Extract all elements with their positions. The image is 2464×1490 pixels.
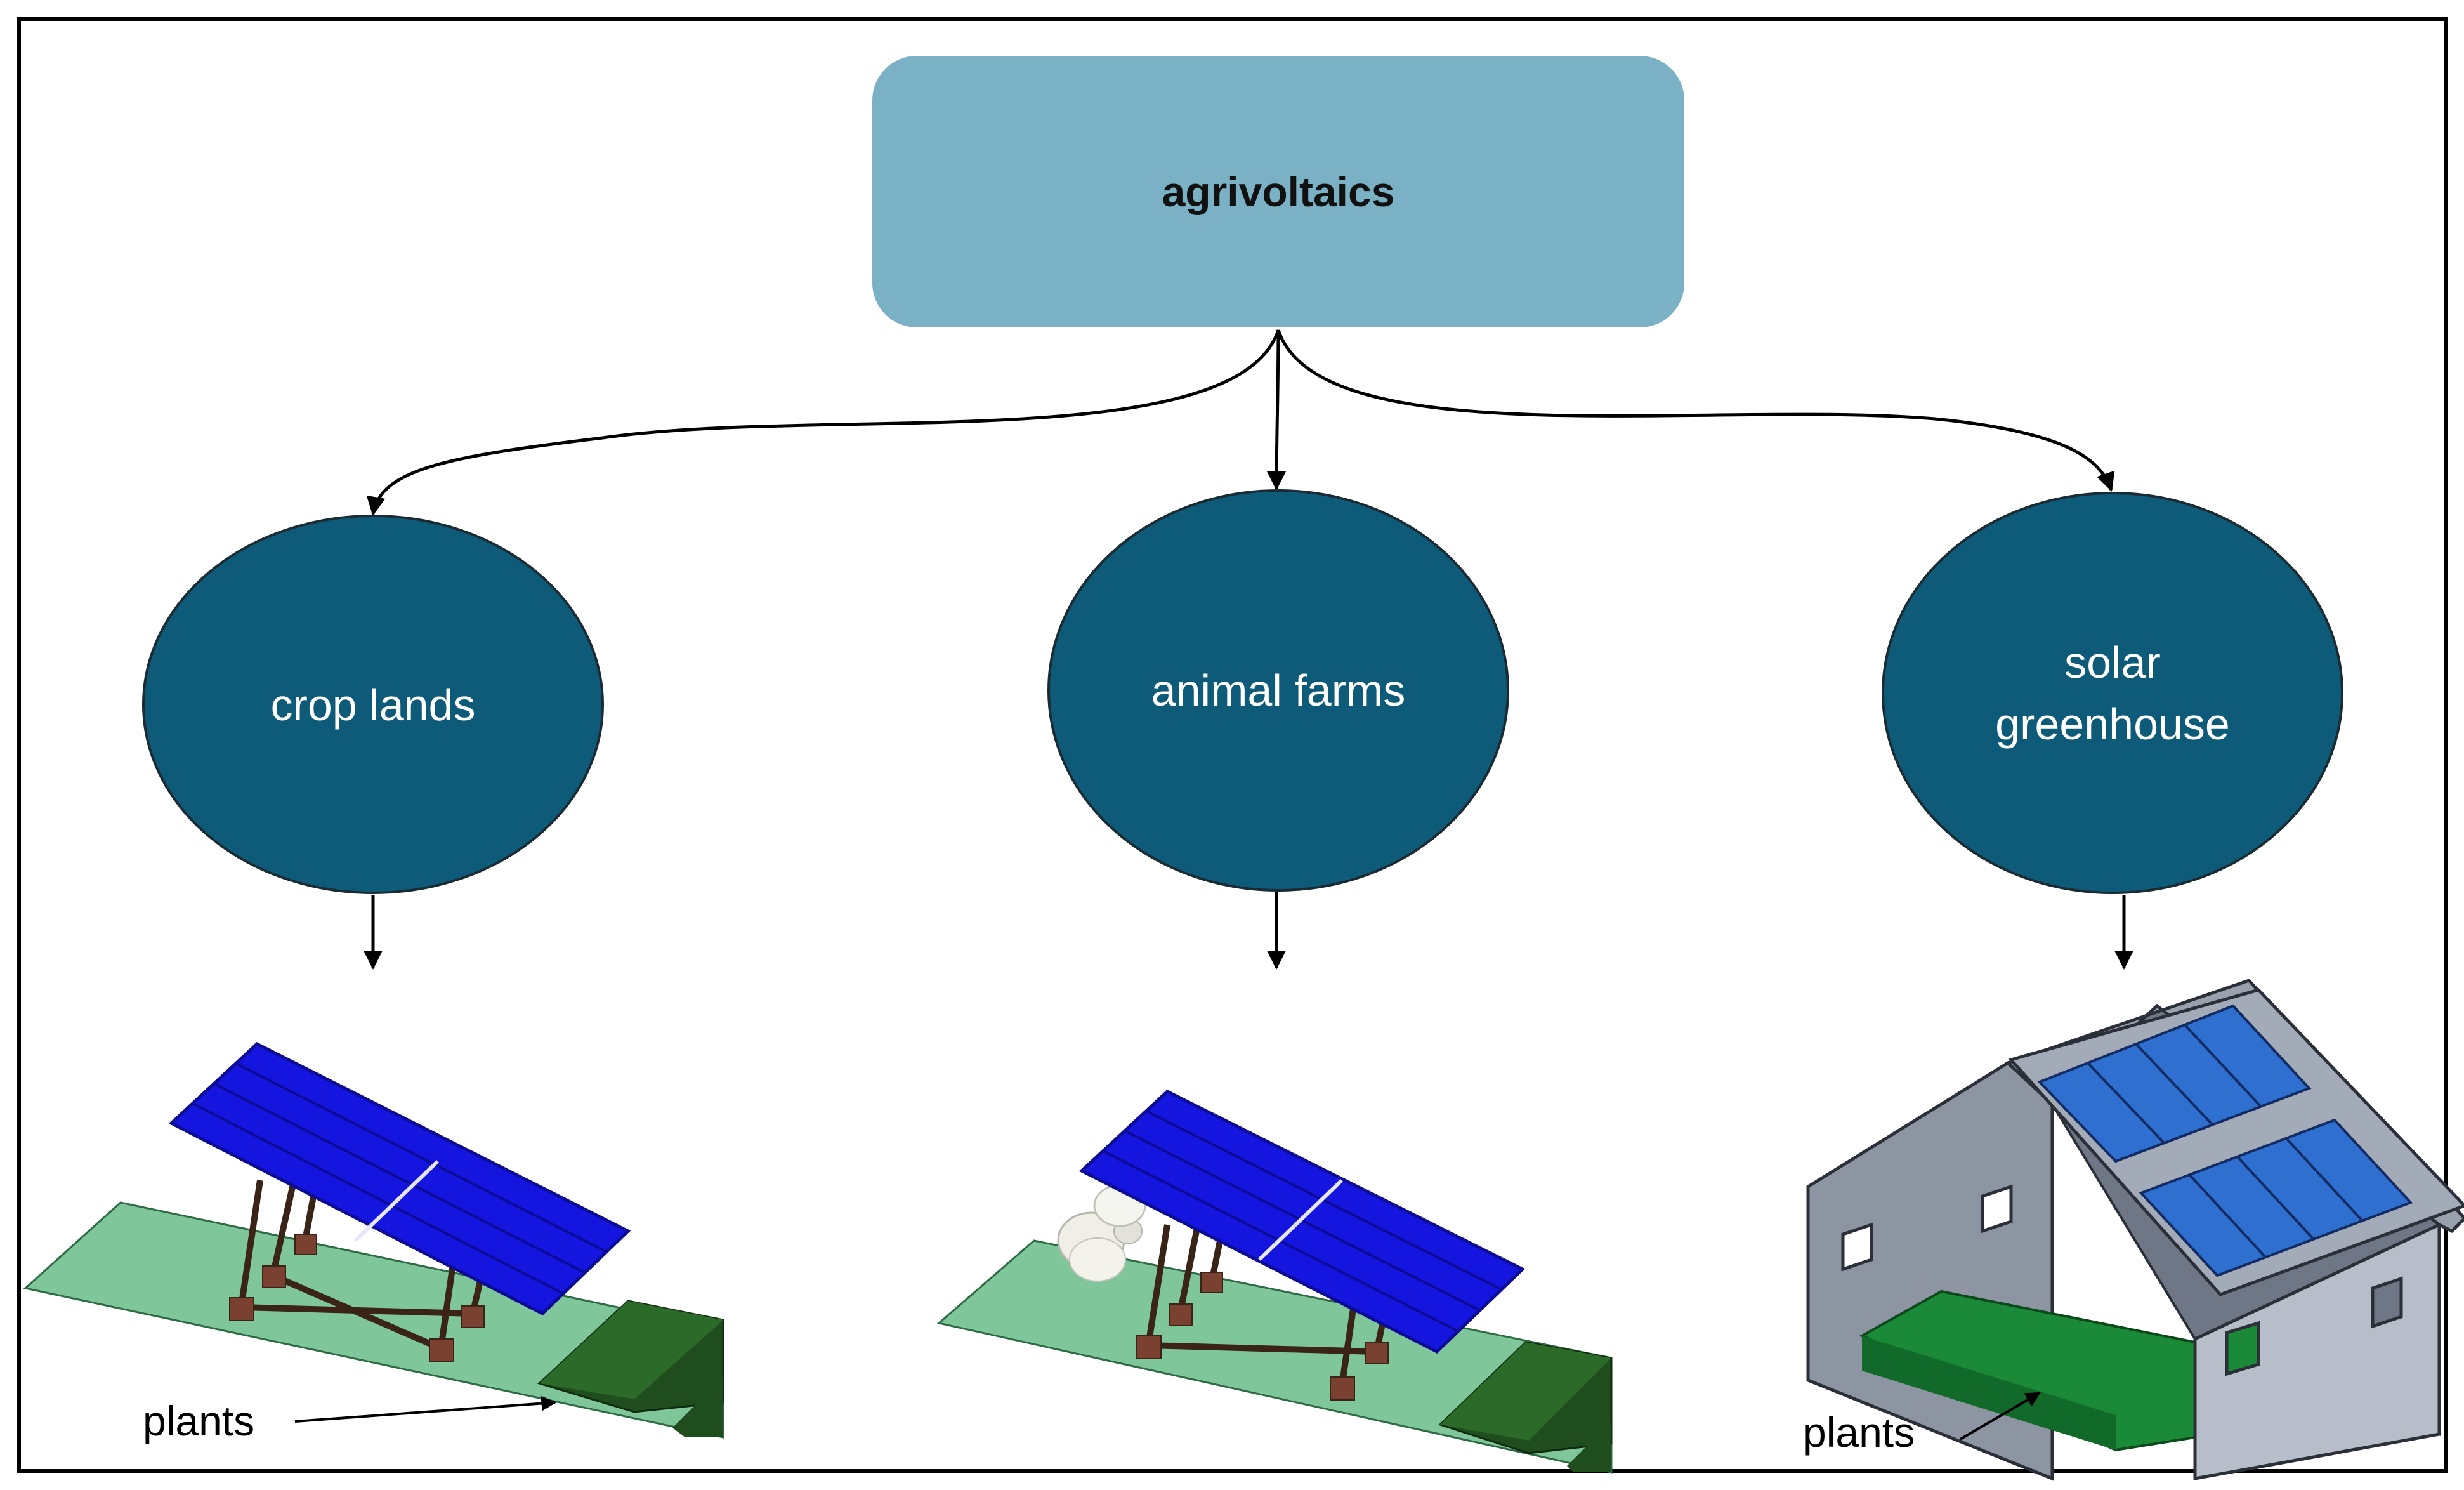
root-connectors	[366, 329, 2115, 516]
plant-block-top	[1440, 1342, 1611, 1441]
category-label-line-1: solar	[2064, 638, 2161, 687]
connector-crop-lands	[366, 329, 1280, 516]
category-crop-lands: crop lands	[142, 515, 604, 894]
plant-block-2	[672, 1377, 723, 1437]
greenhouse-plant-bed-front	[1862, 1336, 2116, 1450]
solar-greenhouse-illustration: plants	[1803, 979, 2464, 1481]
category-label-line-2: greenhouse	[1995, 699, 2230, 749]
plants-callout-line	[294, 1395, 557, 1423]
sheep-icon	[1057, 1184, 1146, 1282]
root-label: agrivoltaics	[1162, 168, 1395, 215]
connector-solar-greenhouse	[1276, 329, 2115, 492]
category-label: crop lands	[271, 680, 476, 730]
category-node	[142, 515, 604, 894]
connector-animal-farms	[1267, 329, 1287, 491]
post-footings	[229, 1234, 485, 1362]
panel-grid-lines	[1103, 1110, 1502, 1333]
plant-block-2	[1567, 1421, 1611, 1472]
root-box	[872, 56, 1684, 327]
category-node	[1882, 492, 2343, 894]
plants-callout-label: plants	[143, 1397, 254, 1444]
panel-grid-lines	[192, 1062, 608, 1295]
category-animal-farms: animal farms	[1047, 489, 1509, 892]
animal-farms-illustration	[936, 1089, 1613, 1474]
category-label: animal farms	[1151, 666, 1406, 715]
post-footings	[1136, 1272, 1389, 1401]
down-arrows	[364, 892, 2133, 970]
roof-panel-dividers	[2087, 1024, 2364, 1258]
category-node	[1047, 489, 1509, 892]
plants-callout-label: plants	[1803, 1409, 1915, 1456]
crop-lands-illustration: plants	[23, 1041, 724, 1444]
category-solar-greenhouse: solar greenhouse	[1882, 492, 2343, 894]
plant-block-top	[539, 1301, 723, 1399]
plants-callout-line	[1959, 1392, 2041, 1441]
greenhouse-windows	[1841, 1184, 2403, 1376]
root-node: agrivoltaics	[872, 56, 1684, 327]
